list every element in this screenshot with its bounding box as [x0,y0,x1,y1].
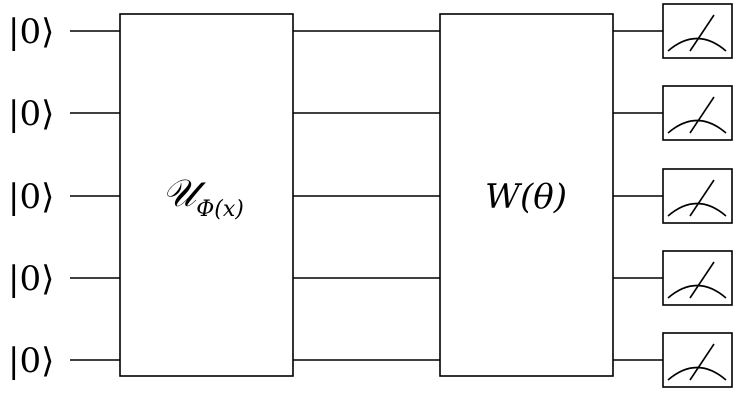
measurement-meter-icon [662,250,733,306]
measurement-meter-icon [662,85,733,141]
feature-map-gate-subscript: Φ(x) [196,197,244,222]
measurement-meter-2 [662,85,733,141]
qubit-initial-state-4: |0⟩ [8,259,54,299]
measurement-meter-5 [662,332,733,388]
variational-gate [439,13,614,377]
measurement-meter-3 [662,168,733,224]
measurement-meter-icon [662,3,733,59]
variational-gate-label: W(θ) [485,177,567,217]
measurement-meter-4 [662,250,733,306]
measurement-meter-icon [662,332,733,388]
qubit-initial-state-1: |0⟩ [8,12,54,52]
feature-map-gate [119,13,294,377]
measurement-meter-1 [662,3,733,59]
qubit-initial-state-3: |0⟩ [8,177,54,217]
qubit-initial-state-5: |0⟩ [8,341,54,381]
qubit-initial-state-2: |0⟩ [8,94,54,134]
measurement-meter-icon [662,168,733,224]
